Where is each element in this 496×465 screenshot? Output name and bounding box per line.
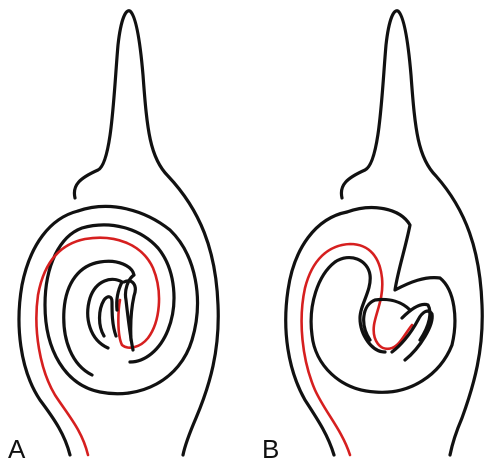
panel-b-left-shell: [286, 212, 347, 455]
panel-b-outer-envelope: [341, 11, 482, 455]
panel-a-label: A: [8, 436, 25, 462]
panel-b-label: B: [262, 436, 279, 462]
panel-a-inner-fold-1: [88, 279, 122, 348]
panel-b: [286, 11, 483, 455]
panel-b-inner-fold-2: [392, 311, 432, 360]
panel-a-inner-fold-2: [100, 297, 117, 336]
panel-a: [19, 11, 218, 455]
panel-b-inner-fold-1: [364, 299, 410, 340]
